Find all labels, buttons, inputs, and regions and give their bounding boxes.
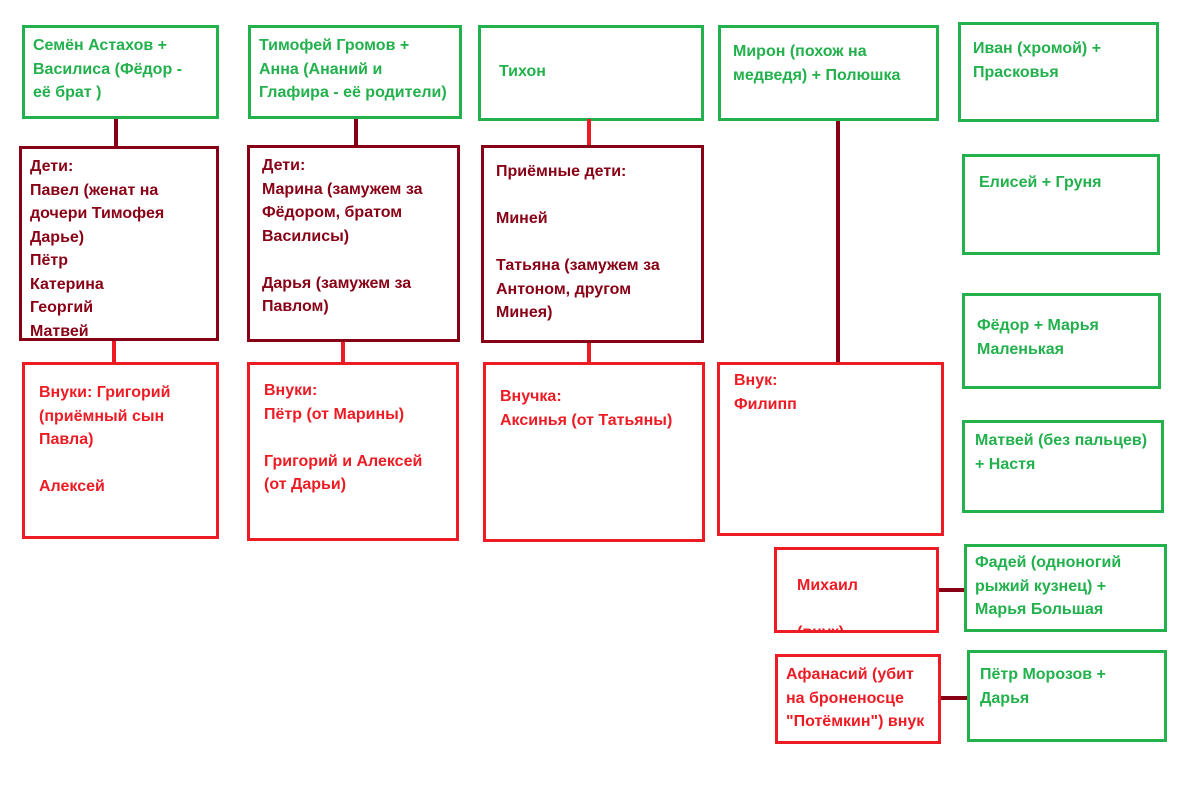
connector bbox=[587, 343, 591, 363]
grandchildren-box-gromov: Внуки: Пётр (от Марины) Григорий и Алекс… bbox=[247, 362, 459, 541]
connector bbox=[354, 119, 358, 146]
connector bbox=[114, 119, 118, 147]
grandchildren-box-miron: Внук: Филипп bbox=[717, 362, 944, 536]
children-box-gromov: Дети: Марина (замужем за Фёдором, братом… bbox=[247, 145, 460, 342]
connector bbox=[112, 341, 116, 363]
parents-box-miron: Мирон (похож на медведя) + Полюшка bbox=[718, 25, 939, 121]
children-box-astakhov: Дети: Павел (женат на дочери Тимофея Дар… bbox=[19, 146, 219, 341]
children-box-tikhon: Приёмные дети: Миней Татьяна (замужем за… bbox=[481, 145, 704, 343]
grandchildren-box-tikhon: Внучка: Аксинья (от Татьяны) bbox=[483, 362, 705, 542]
connector bbox=[941, 696, 968, 700]
connector bbox=[341, 342, 345, 363]
connector bbox=[587, 119, 591, 146]
couple-box-petr-morozov: Пётр Морозов + Дарья bbox=[967, 650, 1167, 742]
parents-box-gromov: Тимофей Громов + Анна (Ананий и Глафира … bbox=[248, 25, 462, 119]
couple-box-matvey: Матвей (без пальцев) + Настя bbox=[962, 420, 1164, 513]
parents-box-tikhon: Тихон bbox=[478, 25, 704, 121]
grandchildren-box-astakhov: Внуки: Григорий (приёмный сын Павла) Але… bbox=[22, 362, 219, 539]
connector bbox=[939, 588, 964, 592]
couple-box-ivan: Иван (хромой) + Прасковья bbox=[958, 22, 1159, 122]
connector bbox=[836, 121, 840, 363]
parents-box-astakhov: Семён Астахов + Василиса (Фёдор - её бра… bbox=[22, 25, 219, 119]
couple-box-elisey: Елисей + Груня bbox=[962, 154, 1160, 255]
couple-box-fadey: Фадей (одноногий рыжий кузнец) + Марья Б… bbox=[964, 544, 1167, 632]
grandchild-box-mikhail: Михаил (внук) bbox=[774, 547, 939, 633]
couple-box-fedor: Фёдор + Марья Маленькая bbox=[962, 293, 1161, 389]
grandchild-box-afanasiy: Афанасий (убит на броненосце "Потёмкин")… bbox=[775, 654, 941, 744]
